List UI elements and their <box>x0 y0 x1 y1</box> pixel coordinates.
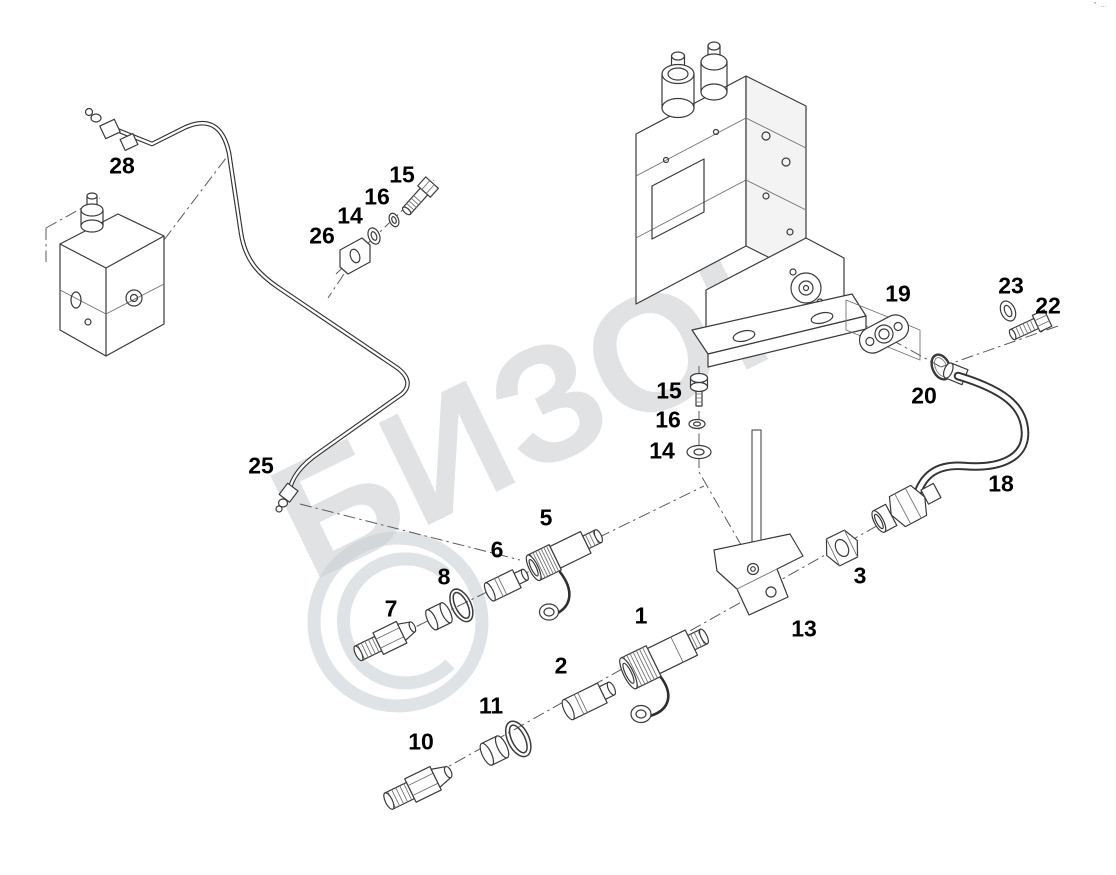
dust-cap-8 <box>425 588 474 631</box>
hose-nut <box>871 482 942 533</box>
callout-11: 11 <box>478 692 504 719</box>
callout-26: 26 <box>309 222 335 249</box>
corner-mark: ” … <box>1093 2 1108 9</box>
callout-10: 10 <box>408 728 434 755</box>
left-valve-block <box>59 192 165 357</box>
dust-cap-strap-5 <box>554 570 571 616</box>
pipe-end-25 <box>275 482 299 513</box>
fitting-10 <box>383 765 453 810</box>
main-valve-block <box>635 41 867 368</box>
accumulator-cylinders <box>661 41 728 119</box>
clamp-26 <box>339 237 371 275</box>
callout-6: 6 <box>490 536 504 563</box>
washer-14-top <box>367 227 381 245</box>
bolt-22 <box>1008 309 1053 341</box>
callout-2: 2 <box>554 652 568 679</box>
callout-7: 7 <box>384 595 398 622</box>
callout-22: 22 <box>1035 292 1061 319</box>
callout-23: 23 <box>998 272 1024 299</box>
washer-14-mid <box>686 444 712 460</box>
plug-6 <box>483 568 529 602</box>
flange-19 <box>858 314 910 354</box>
callout-15-top: 15 <box>389 161 415 188</box>
callout-14-top: 14 <box>337 202 363 229</box>
callout-18: 18 <box>988 470 1014 497</box>
coupler-1 <box>619 628 709 724</box>
hose-18 <box>871 362 1030 533</box>
callout-5: 5 <box>539 504 553 531</box>
fitting-7 <box>353 620 417 662</box>
logo-watermark-c <box>336 552 455 690</box>
callout-1: 1 <box>634 602 648 629</box>
callout-25: 25 <box>248 452 274 479</box>
callout-3: 3 <box>853 562 867 589</box>
callout-20: 20 <box>911 382 937 409</box>
pipe-fitting-28 <box>84 107 139 151</box>
plug-2 <box>561 681 617 721</box>
callout-14-mid: 14 <box>649 437 675 464</box>
callout-19: 19 <box>885 280 911 307</box>
callout-13: 13 <box>791 615 817 642</box>
callout-16-top: 16 <box>364 183 390 210</box>
washer-16-top <box>388 212 400 228</box>
bolt-15-top <box>401 176 439 216</box>
callout-8: 8 <box>437 563 451 590</box>
coupler-5 <box>525 529 604 621</box>
callout-15-mid: 15 <box>656 377 682 404</box>
washer-16-mid <box>688 418 706 430</box>
callout-28: 28 <box>109 152 135 179</box>
dust-cap-11 <box>479 720 532 766</box>
dust-cap-strap-1 <box>648 674 670 718</box>
callout-16-mid: 16 <box>655 406 681 433</box>
bracket-13 <box>713 429 804 616</box>
bolt-15-mid <box>689 372 709 407</box>
washer-23 <box>999 300 1017 322</box>
nut-3 <box>825 529 859 567</box>
logo-watermark-ring <box>307 531 489 713</box>
pipe-assembly <box>84 107 410 513</box>
